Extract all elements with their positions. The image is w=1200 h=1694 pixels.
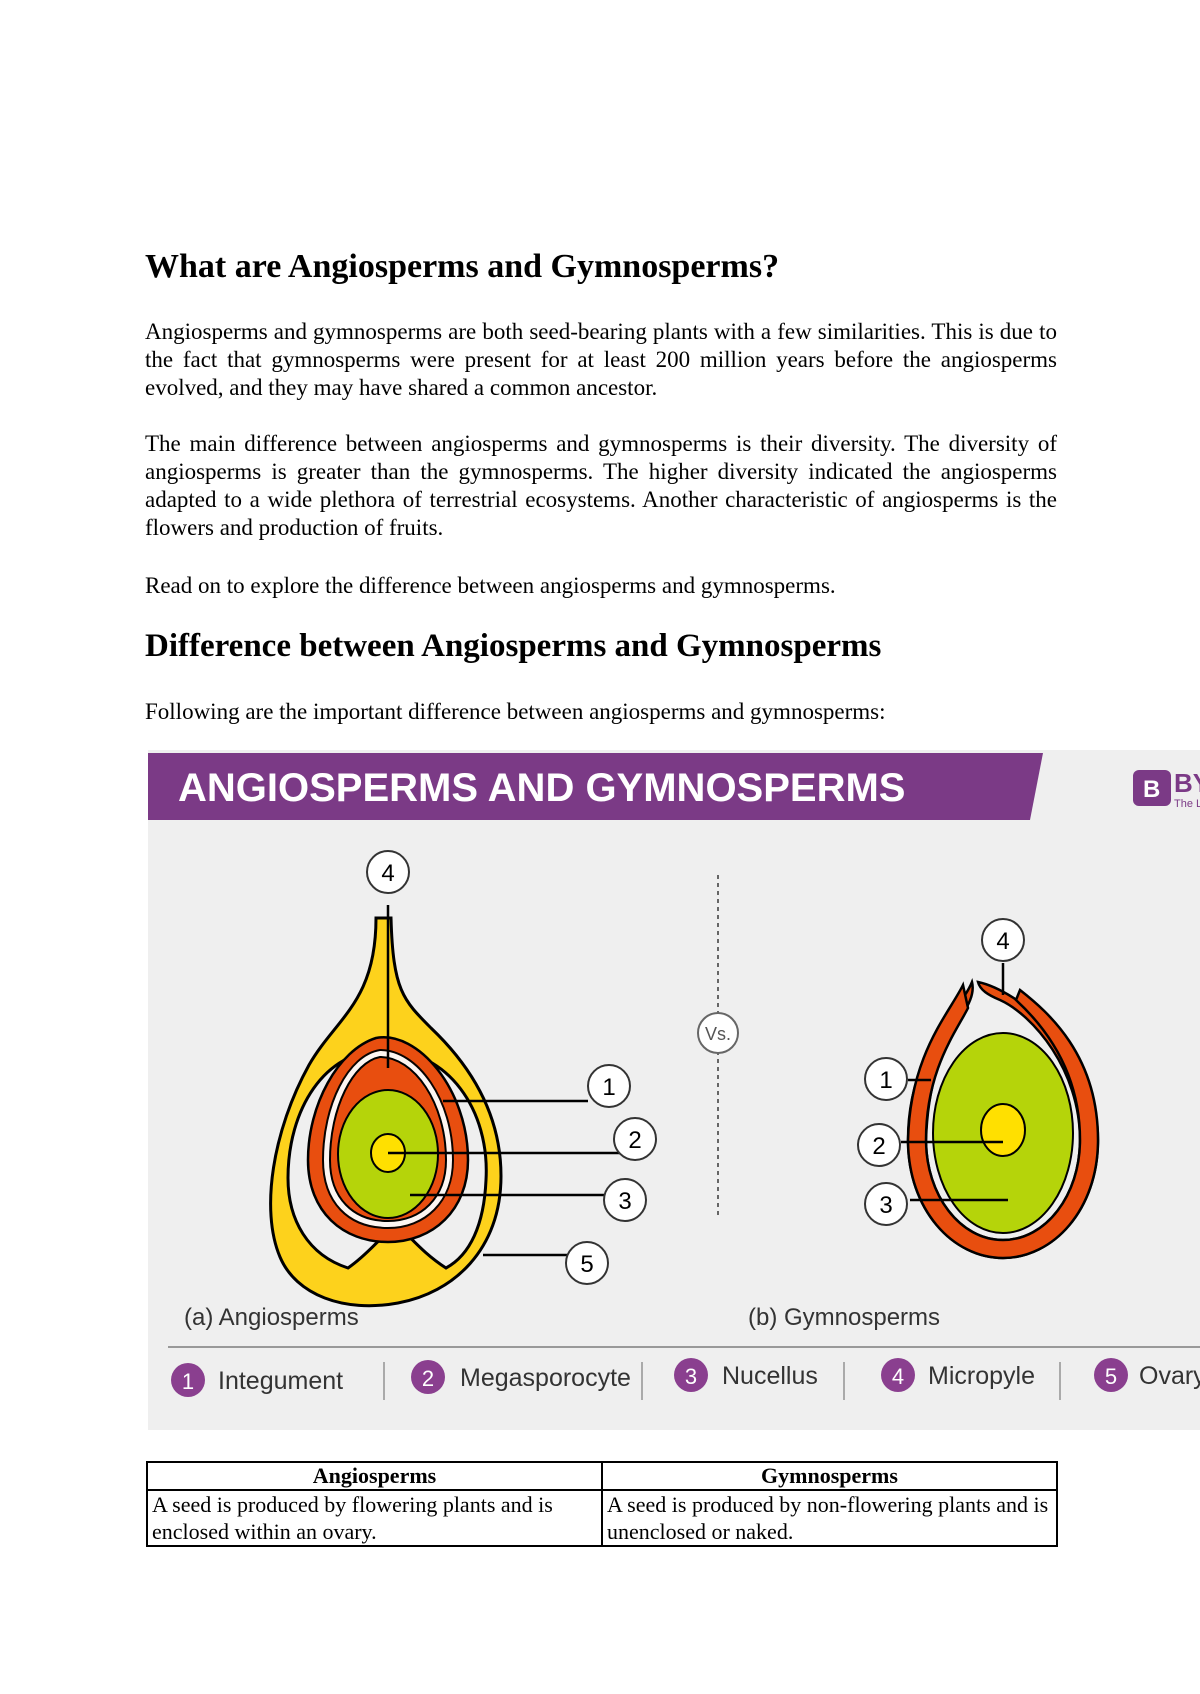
svg-text:2: 2	[422, 1366, 434, 1391]
legend-item-micropyle: 4 Micropyle	[881, 1358, 1035, 1392]
svg-text:1: 1	[182, 1369, 194, 1394]
callout-2-gymno: 2	[872, 1133, 885, 1160]
svg-text:3: 3	[685, 1364, 697, 1389]
banner-background	[148, 753, 1043, 820]
integument-left	[906, 981, 1100, 1260]
callout-3-gymno: 3	[879, 1192, 892, 1219]
angiosperm-callouts: 4 1 2 3 5	[366, 850, 657, 1285]
gymnosperm-ovule	[901, 963, 1100, 1260]
table-cell-angiosperms: A seed is produced by flowering plants a…	[146, 1489, 603, 1547]
comparison-table: Angiosperms Gymnosperms A seed is produc…	[146, 1461, 1058, 1547]
section-intro: Following are the important difference b…	[145, 699, 886, 724]
legend-item-megasporocyte: 2 Megasporocyte	[411, 1360, 631, 1394]
table-row: A seed is produced by flowering plants a…	[146, 1489, 1058, 1547]
megasporocyte-gymno	[980, 1103, 1026, 1157]
angiosperm-ovule	[269, 905, 626, 1308]
right-caption: (b) Gymnosperms	[748, 1304, 940, 1331]
legend-item-integument: 1 Integument	[171, 1363, 343, 1397]
svg-text:4: 4	[892, 1364, 904, 1389]
gymnosperm-callouts: 4 1 2 3	[857, 918, 1025, 1226]
callout-5: 5	[580, 1251, 593, 1278]
legend-label-integument: Integument	[218, 1367, 343, 1395]
banner-title: ANGIOSPERMS AND GYMNOSPERMS	[178, 766, 905, 810]
vs-label: Vs.	[705, 1024, 731, 1044]
section-title: Difference between Angiosperms and Gymno…	[145, 628, 882, 664]
logo: B BY The L	[1133, 768, 1200, 810]
callout-1-gymno: 1	[879, 1067, 892, 1094]
logo-subtext: The L	[1174, 798, 1200, 810]
callout-1: 1	[602, 1074, 615, 1101]
table-cell-gymnosperms: A seed is produced by non-flowering plan…	[601, 1489, 1058, 1547]
svg-text:5: 5	[1105, 1364, 1117, 1389]
comparison-diagram: ANGIOSPERMS AND GYMNOSPERMS B BY The L V…	[148, 750, 1200, 1430]
callout-4: 4	[381, 860, 394, 887]
legend-label-nucellus: Nucellus	[722, 1362, 818, 1390]
logo-text: BY	[1174, 768, 1200, 798]
legend: 1 Integument 2 Megasporocyte 3 Nucellus	[171, 1358, 1200, 1400]
legend-item-ovary: 5 Ovary	[1094, 1358, 1200, 1392]
vs-badge	[697, 1012, 739, 1054]
table-header-row: Angiosperms Gymnosperms	[146, 1461, 1058, 1491]
legend-label-micropyle: Micropyle	[928, 1362, 1035, 1390]
table-header-gymnosperms: Gymnosperms	[601, 1461, 1058, 1491]
legend-label-megasporocyte: Megasporocyte	[460, 1364, 631, 1392]
table-header-angiosperms: Angiosperms	[146, 1461, 603, 1491]
legend-item-nucellus: 3 Nucellus	[674, 1358, 818, 1392]
intro-paragraph-2: The main difference between angiosperms …	[145, 431, 1057, 540]
callout-4-gymno: 4	[996, 928, 1009, 955]
callout-3: 3	[618, 1188, 631, 1215]
intro-paragraph-3: Read on to explore the difference betwee…	[145, 573, 836, 598]
callout-2: 2	[628, 1127, 641, 1154]
svg-text:B: B	[1143, 776, 1160, 803]
intro-paragraph-1: Angiosperms and gymnosperms are both see…	[145, 319, 1057, 400]
left-caption: (a) Angiosperms	[184, 1304, 359, 1331]
page-title: What are Angiosperms and Gymnosperms?	[145, 248, 780, 285]
legend-label-ovary: Ovary	[1139, 1362, 1200, 1390]
